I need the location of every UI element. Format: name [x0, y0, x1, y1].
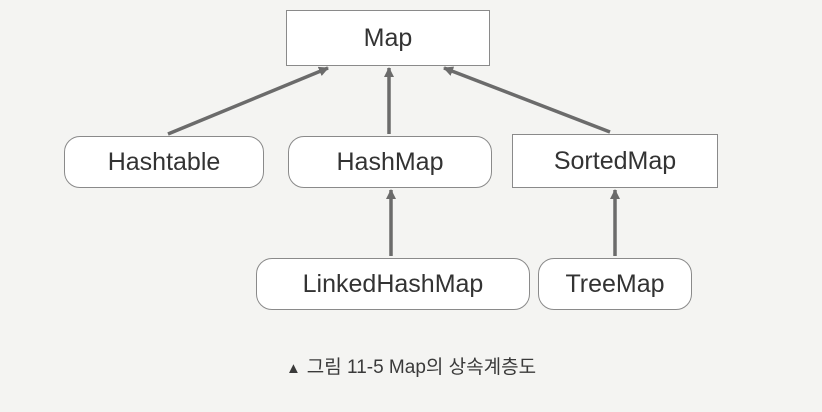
- node-hashtable: Hashtable: [64, 136, 264, 188]
- edge-hashtable-map: [167, 66, 329, 136]
- edge-sortedmap-map: [443, 66, 611, 134]
- triangle-icon: ▲: [285, 360, 301, 377]
- node-sortedmap: SortedMap: [512, 134, 718, 188]
- figure-caption: ▲ 그림 11-5 Map의 상속계층도: [0, 352, 822, 379]
- node-treemap: TreeMap: [538, 258, 692, 310]
- node-map: Map: [286, 10, 490, 66]
- node-hashmap: HashMap: [288, 136, 492, 188]
- node-linkedhashmap: LinkedHashMap: [256, 258, 530, 310]
- caption-text: 그림 11-5 Map의 상속계층도: [306, 357, 537, 378]
